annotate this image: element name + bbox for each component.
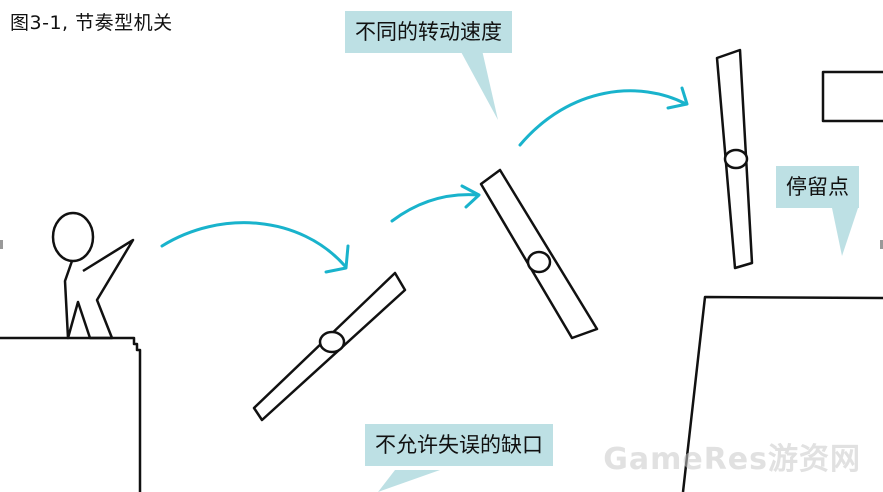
stick-figure <box>51 211 135 340</box>
jump-arrow-1 <box>160 221 347 268</box>
callout-pointer-rotation <box>460 50 498 120</box>
propeller-3 <box>715 48 754 270</box>
jump-arrow-1-head <box>324 244 350 274</box>
propeller-2 <box>479 168 599 340</box>
right-platform <box>681 295 883 492</box>
edge-marker-right <box>880 240 883 249</box>
propeller-1 <box>252 271 407 422</box>
figure-title: 图3-1, 节奏型机关 <box>10 12 173 34</box>
jump-arrow-3 <box>518 89 688 147</box>
callout-rotation-speed: 不同的转动速度 <box>345 11 512 53</box>
callout-gap: 不允许失误的缺口 <box>365 424 553 466</box>
watermark: GameRes游资网 <box>603 442 861 477</box>
edge-marker-left <box>0 240 3 249</box>
jump-arrow-2 <box>390 193 480 223</box>
callout-pointer-stop <box>832 208 858 256</box>
jump-arrow-3-head <box>666 86 689 110</box>
left-platform <box>0 336 142 492</box>
jump-arrows <box>160 86 689 274</box>
callout-stop-point: 停留点 <box>776 166 859 208</box>
callout-pointer-gap <box>378 470 440 492</box>
stick-figure-head <box>51 211 95 263</box>
top-right-structure <box>821 70 883 123</box>
stick-figure-body <box>63 238 135 340</box>
jump-arrow-2-head <box>460 184 481 209</box>
